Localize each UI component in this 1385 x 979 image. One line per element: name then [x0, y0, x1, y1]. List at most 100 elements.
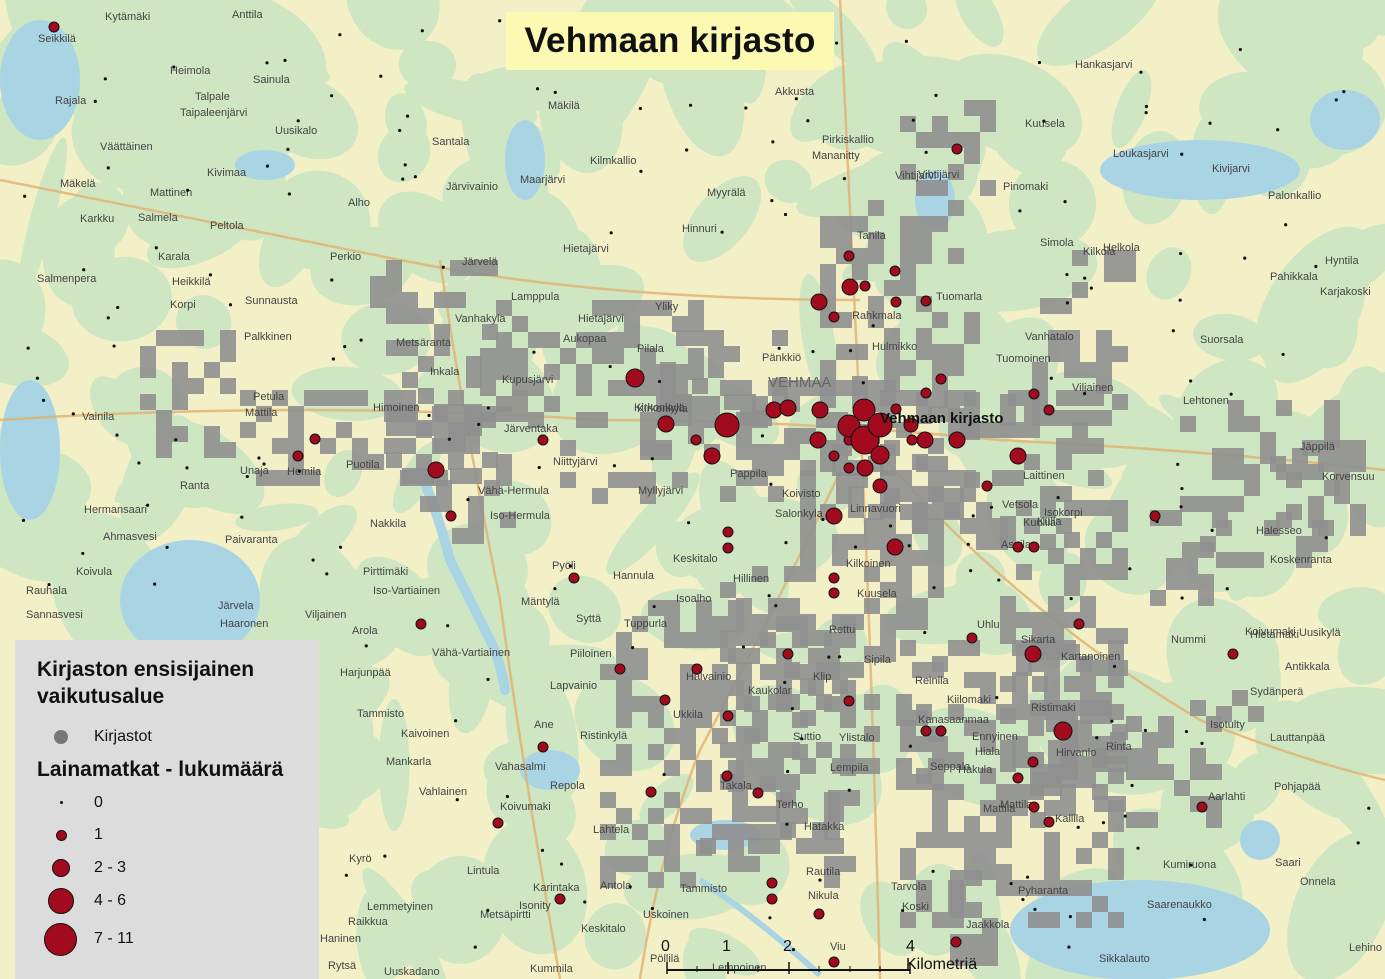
- loan-point-zero: [498, 19, 502, 23]
- forest-patch: [688, 927, 761, 976]
- grid-cell: [664, 616, 680, 632]
- grid-cell: [820, 376, 836, 392]
- grid-cell: [1334, 472, 1350, 488]
- loan-point: [903, 417, 919, 433]
- grid-cell: [864, 598, 880, 614]
- loan-point-zero: [784, 541, 788, 545]
- loan-point-zero: [821, 517, 825, 522]
- grid-cell: [1056, 298, 1072, 314]
- grid-cell: [156, 330, 172, 346]
- place-label: Järvelä: [462, 256, 498, 268]
- place-label: Isoalho: [676, 593, 711, 605]
- loan-point-zero: [153, 582, 157, 586]
- grid-cell: [728, 776, 744, 792]
- grid-cell: [912, 486, 928, 502]
- loan-point-zero: [420, 29, 424, 33]
- grid-cell: [896, 582, 912, 598]
- forest-patch: [1317, 587, 1385, 634]
- grid-cell: [608, 472, 624, 488]
- loan-point-zero: [296, 119, 300, 123]
- grid-cell: [864, 694, 880, 710]
- grid-cell: [712, 824, 728, 840]
- grid-cell: [1112, 628, 1128, 644]
- grid-cell: [792, 712, 808, 728]
- grid-cell: [992, 470, 1008, 486]
- grid-cell: [1126, 716, 1142, 732]
- loan-point: [703, 447, 721, 465]
- grid-cell: [932, 816, 948, 832]
- grid-cell: [776, 680, 792, 696]
- grid-cell: [434, 404, 450, 420]
- grid-cell: [664, 792, 680, 808]
- grid-cell: [784, 598, 800, 614]
- grid-cell: [828, 806, 844, 822]
- grid-cell: [1064, 362, 1080, 378]
- grid-cell: [976, 534, 992, 550]
- grid-cell: [1092, 896, 1108, 912]
- grid-cell: [648, 872, 664, 888]
- grid-cell: [712, 664, 728, 680]
- legend-class-3: 4 - 6: [15, 888, 315, 920]
- grid-cell: [848, 486, 864, 502]
- loan-point-zero: [1180, 596, 1184, 600]
- grid-cell: [996, 880, 1012, 896]
- place-label: Akkusta: [775, 86, 815, 98]
- grid-cell: [752, 758, 768, 774]
- grid-cell: [916, 832, 932, 848]
- grid-cell: [188, 330, 204, 346]
- grid-cell: [450, 420, 466, 436]
- grid-cell: [640, 472, 656, 488]
- grid-cell: [648, 808, 664, 824]
- place-label: Kivimaa: [207, 167, 247, 179]
- grid-cell: [800, 486, 816, 502]
- grid-cell: [1048, 628, 1064, 644]
- grid-cell: [840, 712, 856, 728]
- grid-cell: [600, 760, 616, 776]
- loan-point: [935, 373, 947, 385]
- forest-patch: [235, 503, 319, 532]
- grid-cell: [1158, 716, 1174, 732]
- grid-cell: [288, 406, 304, 422]
- grid-cell: [692, 378, 708, 394]
- lake: [120, 540, 260, 660]
- grid-cell: [852, 216, 868, 232]
- forest-patch: [482, 819, 588, 955]
- grid-cell: [728, 760, 744, 776]
- loan-point-zero: [811, 349, 815, 354]
- grid-cell: [1212, 464, 1228, 480]
- place-label: Uusikylä: [1299, 627, 1341, 639]
- grid-cell: [800, 758, 816, 774]
- grid-cell: [712, 696, 728, 712]
- place-label: Pohjapää: [1274, 781, 1321, 793]
- forest-patch: [346, 0, 440, 50]
- grid-cell: [1000, 708, 1016, 724]
- grid-cell: [1000, 740, 1016, 756]
- loan-point-zero: [405, 114, 410, 118]
- grid-cell: [1000, 612, 1016, 628]
- loan-point-zero: [1178, 298, 1182, 302]
- loan-point-zero: [1123, 814, 1127, 818]
- place-label: Lamppula: [511, 291, 560, 303]
- grid-cell: [736, 742, 752, 758]
- grid-cell: [660, 378, 676, 394]
- grid-cell: [386, 420, 402, 436]
- grid-cell: [1062, 700, 1078, 716]
- grid-cell: [916, 328, 932, 344]
- grid-cell: [764, 806, 780, 822]
- loan-point-zero: [1189, 863, 1193, 867]
- grid-cell: [748, 838, 764, 854]
- loan-point-zero: [827, 655, 831, 659]
- loan-point: [48, 21, 60, 33]
- loan-point-zero: [1184, 729, 1189, 734]
- place-label: Koski: [902, 901, 929, 913]
- place-label: Hankasjarvi: [1075, 59, 1132, 71]
- grid-cell: [1056, 486, 1072, 502]
- grid-cell: [450, 436, 466, 452]
- grid-cell: [704, 396, 720, 412]
- grid-cell: [1000, 516, 1016, 532]
- loan-point: [1027, 756, 1039, 768]
- grid-cell: [576, 332, 592, 348]
- loan-point-zero: [1225, 587, 1229, 591]
- loan-point-zero: [650, 457, 654, 461]
- grid-cell: [996, 800, 1012, 816]
